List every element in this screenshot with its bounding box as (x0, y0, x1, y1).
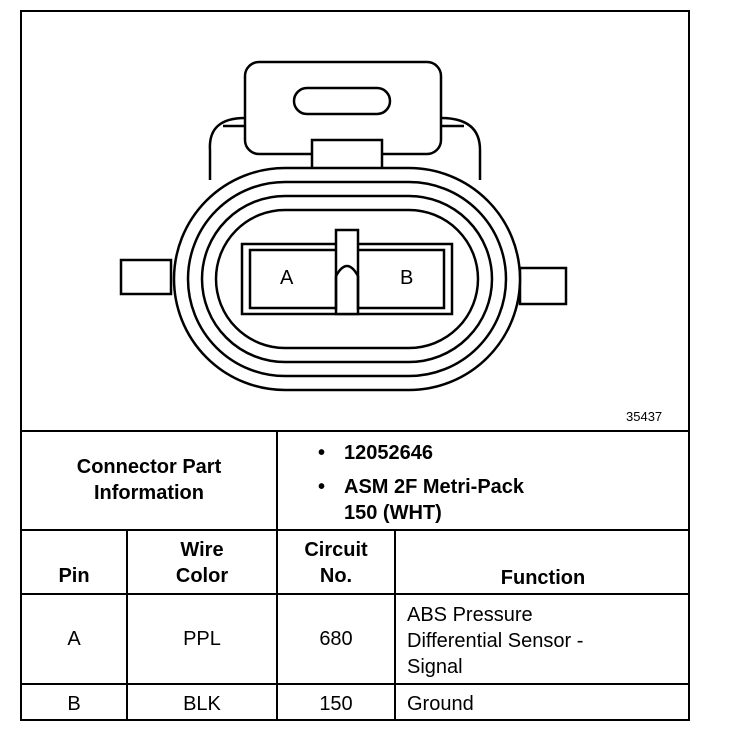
col-divider-1 (126, 529, 128, 721)
part-description-line1: ASM 2F Metri-Pack (344, 476, 525, 498)
row-a-pin: A (67, 628, 81, 650)
info-header-rule (20, 529, 690, 531)
header-row-rule (20, 593, 690, 595)
row-b-pin: B (67, 693, 81, 715)
part-description-bullet: •ASM 2F Metri-Pack (318, 476, 525, 498)
col-divider-2 (276, 529, 278, 721)
table-top-rule (20, 430, 690, 432)
row-b-function: Ground (407, 693, 474, 715)
col-divider-3 (394, 529, 396, 721)
row-a-wire-color: PPL (183, 628, 221, 650)
header-pin: Pin (58, 565, 90, 587)
connector-illustration: A B (119, 60, 568, 392)
part-number-bullet: •12052646 (318, 442, 433, 464)
part-info-label-line1: Connector Part (76, 456, 222, 478)
row-b-wire-color: BLK (183, 693, 221, 715)
info-divider (276, 430, 278, 531)
header-function: Function (500, 567, 586, 589)
terminal-a-label: A (280, 267, 294, 289)
row-a-circuit: 680 (319, 628, 353, 650)
header-wire-color: Wire Color (175, 539, 229, 587)
header-circuit-no: Circuit No. (304, 539, 368, 587)
row-a-function: ABS Pressure Differential Sensor - Signa… (407, 604, 584, 678)
figure-number: 35437 (626, 409, 663, 424)
diagram-frame (20, 10, 690, 721)
part-info-label-line2: Information (94, 482, 204, 504)
row-b-circuit: 150 (319, 693, 353, 715)
part-info-label: Connector Part Information (22, 454, 276, 506)
part-number: 12052646 (344, 442, 433, 464)
row-a-rule (20, 683, 690, 685)
part-description-line2: 150 (WHT) (344, 502, 442, 524)
terminal-b-label: B (400, 267, 413, 289)
